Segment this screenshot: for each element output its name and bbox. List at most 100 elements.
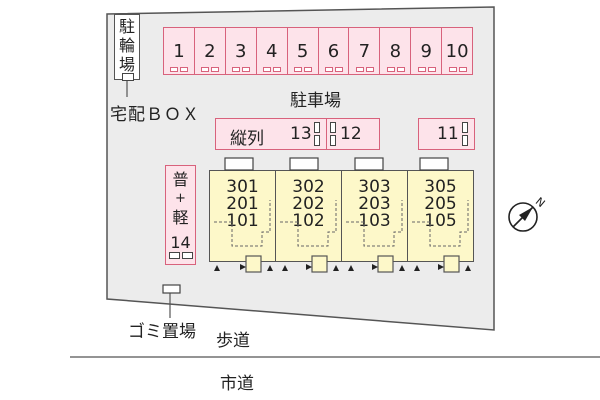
wheel-stop xyxy=(169,67,178,72)
wheel-stop xyxy=(304,67,313,72)
wheel-stop xyxy=(330,122,336,133)
parking-space-14: 普 + 軽 14 xyxy=(165,165,196,265)
compact-char-1: 普 xyxy=(172,170,189,189)
arrow-icon xyxy=(438,264,444,270)
space-number: 5 xyxy=(296,40,309,62)
wheel-stop xyxy=(417,67,426,72)
wheel-stop xyxy=(386,67,395,72)
unit-label: 202 xyxy=(292,194,325,214)
garbage-label: ゴミ置場 xyxy=(128,322,196,342)
parking-space-13-label: 13 xyxy=(290,124,312,144)
north-arrow-icon xyxy=(508,202,538,232)
parking-space-10: 10 xyxy=(441,28,472,74)
arrow-icon xyxy=(399,265,405,271)
arrow-icon xyxy=(465,265,471,271)
parking-space-9: 9 xyxy=(410,28,441,74)
arrow-icon xyxy=(240,264,246,270)
arrow-icon xyxy=(214,265,220,271)
space-number: 6 xyxy=(327,40,340,62)
unit-label: 103 xyxy=(358,211,391,231)
arrow-icon xyxy=(333,265,339,271)
entrance-porch-1 xyxy=(245,255,262,273)
wheel-stop xyxy=(314,122,320,133)
parking-space-12-label: 12 xyxy=(340,124,362,144)
unit-label: 102 xyxy=(292,211,325,231)
wheel-stop xyxy=(366,67,375,72)
building-unit-column-1: 301 201 101 xyxy=(209,170,276,262)
wheel-stop xyxy=(355,67,364,72)
arrow-icon xyxy=(348,265,354,271)
entrance-porch-2 xyxy=(311,255,328,273)
parking-space-5: 5 xyxy=(286,28,318,74)
unit-label: 201 xyxy=(226,194,259,214)
parking-space-11-label: 11 xyxy=(437,124,459,144)
bicycle-char-2: 輪 xyxy=(118,36,135,55)
parking-space-6: 6 xyxy=(317,28,349,74)
interior-layout-1 xyxy=(214,200,271,247)
unit-label: 105 xyxy=(424,211,457,231)
space-number: 2 xyxy=(204,40,216,62)
wheel-stop xyxy=(242,67,251,72)
wheel-stop xyxy=(335,67,344,72)
parking-space-11: 11 xyxy=(418,118,475,150)
tandem-divider xyxy=(326,118,327,149)
unit-label: 101 xyxy=(226,211,259,231)
parking-space-4: 4 xyxy=(255,28,287,74)
wheel-stop xyxy=(182,252,193,259)
space-number: 4 xyxy=(265,40,278,62)
space-number: 8 xyxy=(389,40,402,62)
garbage-box-icon xyxy=(162,284,181,294)
balcony-unit-2 xyxy=(289,157,319,171)
unit-label: 205 xyxy=(424,194,457,214)
wheel-stop xyxy=(324,67,333,72)
wheel-stop xyxy=(169,252,180,259)
parking-space-1: 1 xyxy=(164,28,194,74)
parking-space-3: 3 xyxy=(224,28,256,74)
entrance-porch-3 xyxy=(377,255,394,273)
bicycle-stop-mark xyxy=(122,73,134,81)
interior-layout-3 xyxy=(346,200,403,247)
bicycle-parking: 駐 輪 場 xyxy=(114,14,140,80)
wheel-stop xyxy=(211,67,220,72)
wheel-stop xyxy=(448,67,457,72)
unit-label: 203 xyxy=(358,194,391,214)
arrow-icon xyxy=(282,265,288,271)
wheel-stop xyxy=(262,67,271,72)
bicycle-parking-label: 駐 輪 場 xyxy=(115,17,139,74)
unit-label: 303 xyxy=(358,177,391,197)
wheel-stop xyxy=(200,67,209,72)
interior-layout-2 xyxy=(280,200,337,247)
space-number: 1 xyxy=(173,40,185,62)
parking-space-8: 8 xyxy=(379,28,410,74)
wheel-stop xyxy=(428,67,437,72)
compact-char-4: 14 xyxy=(170,233,191,252)
wheel-stop xyxy=(293,67,302,72)
wheel-stop xyxy=(314,135,320,146)
space-number: 3 xyxy=(235,40,247,62)
parking-space-2: 2 xyxy=(193,28,225,74)
compact-space-label: 普 + 軽 14 xyxy=(166,170,195,252)
wheel-stop xyxy=(273,67,282,72)
balcony-unit-4 xyxy=(419,157,449,171)
building-unit-column-2: 302 202 102 xyxy=(275,170,342,262)
unit-label: 302 xyxy=(292,177,325,197)
bicycle-char-3: 場 xyxy=(118,55,135,74)
space-number: 7 xyxy=(358,40,371,62)
compact-char-2: + xyxy=(175,191,186,206)
delivery-box-label: 宅配ＢＯＸ xyxy=(110,105,200,125)
wheel-stop xyxy=(180,67,189,72)
wheel-stop xyxy=(330,135,336,146)
sidewalk-label: 歩道 xyxy=(216,331,250,351)
space-number: 10 xyxy=(445,40,469,62)
arrow-icon xyxy=(372,264,378,270)
space-number: 9 xyxy=(420,40,432,62)
balcony-unit-3 xyxy=(354,157,384,171)
unit-label: 301 xyxy=(226,177,259,197)
wheel-stop xyxy=(462,135,468,146)
arrow-icon xyxy=(306,264,312,270)
city-road-label: 市道 xyxy=(220,374,254,394)
arrow-icon xyxy=(414,265,420,271)
wheel-stop xyxy=(231,67,240,72)
wheel-stop xyxy=(397,67,406,72)
